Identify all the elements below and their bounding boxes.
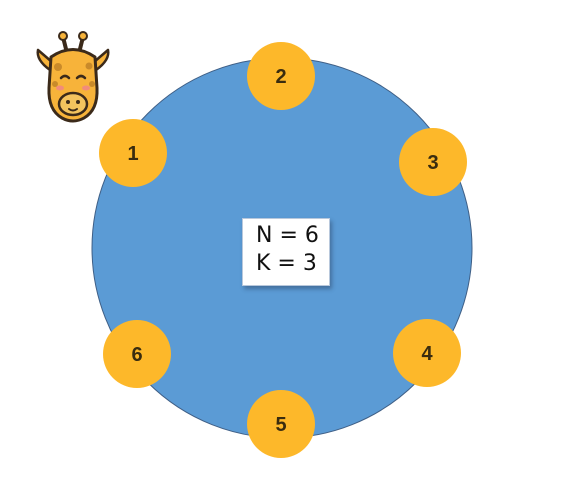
node-1: 1 (99, 119, 167, 187)
giraffe-icon (36, 31, 110, 123)
node-label: 2 (275, 66, 286, 88)
node-label: 5 (275, 414, 286, 436)
n-value: N = 6 (256, 223, 319, 248)
node-6: 6 (103, 320, 171, 388)
node-label: 6 (131, 344, 142, 366)
node-label: 3 (427, 152, 438, 174)
node-4: 4 (393, 319, 461, 387)
k-value: K = 3 (256, 251, 317, 276)
node-label: 1 (127, 143, 138, 165)
node-2: 2 (247, 42, 315, 110)
node-5: 5 (247, 390, 315, 458)
parameters-box: N = 6 K = 3 (242, 218, 330, 286)
node-label: 4 (421, 343, 433, 365)
node-3: 3 (399, 128, 467, 196)
